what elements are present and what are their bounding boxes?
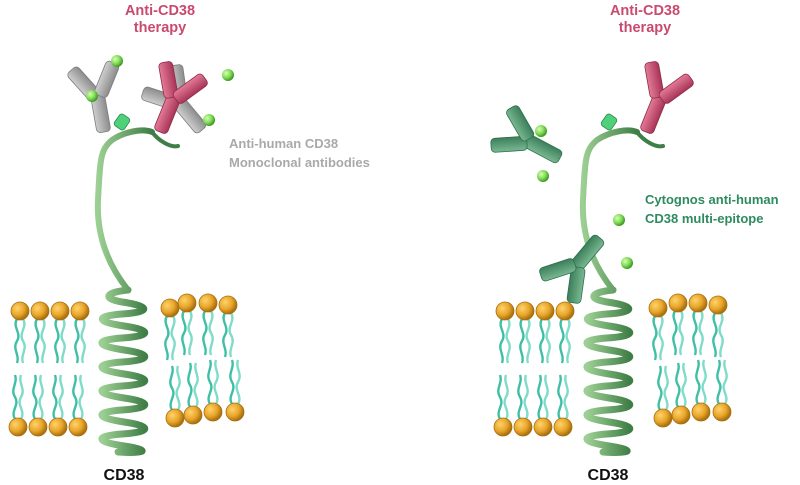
right-cytognos-antibody-2-icon	[533, 219, 622, 311]
left-fluorochrome-dots	[86, 55, 234, 126]
right-cd38-label: CD38	[588, 467, 629, 484]
right-cytognos-label-line2: CD38 multi-epitope	[645, 211, 763, 226]
fluorochrome-dot-icon	[613, 214, 625, 226]
left-cd38-protein-icon	[94, 127, 180, 456]
left-panel: Anti-CD38 therapy Anti-human CD38 Monocl…	[7, 3, 370, 484]
right-cytognos-label-line1: Cytognos anti-human	[645, 192, 779, 207]
left-therapy-label-line1: Anti-CD38	[125, 3, 195, 19]
left-therapy-antibody-icon	[113, 55, 213, 143]
left-cd38-label: CD38	[104, 467, 145, 484]
right-cd38-protein-icon	[579, 127, 665, 456]
fluorochrome-dot-icon	[111, 55, 123, 67]
fluorochrome-dot-icon	[535, 125, 547, 137]
right-panel: Anti-CD38 therapy Cytognos anti-human CD…	[484, 3, 779, 484]
fluorochrome-dot-icon	[203, 114, 215, 126]
right-therapy-label-line2: therapy	[619, 20, 671, 36]
fluorochrome-dot-icon	[537, 170, 549, 182]
right-cytognos-antibody-1-icon	[484, 100, 574, 183]
left-therapy-label-line2: therapy	[134, 20, 186, 36]
left-mab-label-line1: Anti-human CD38	[229, 136, 338, 151]
fluorochrome-dot-icon	[621, 257, 633, 269]
fluorochrome-dot-icon	[222, 69, 234, 81]
right-therapy-label-line1: Anti-CD38	[610, 3, 680, 19]
left-mab-label-line2: Monoclonal antibodies	[229, 155, 370, 170]
fluorochrome-dot-icon	[86, 90, 98, 102]
right-fluorochrome-dots	[535, 125, 633, 269]
right-therapy-antibody-icon	[600, 55, 699, 143]
